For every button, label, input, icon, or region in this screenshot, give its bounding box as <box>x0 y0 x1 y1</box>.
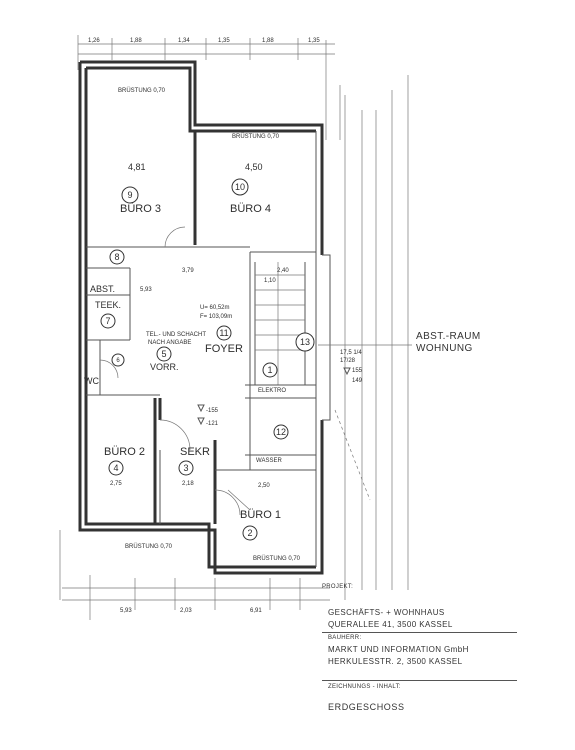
client-label: BAUHERR: <box>328 635 362 641</box>
room-number: 9 <box>127 190 132 200</box>
room-name: ABST. <box>90 284 115 294</box>
client-line: HERKULESSTR. 2, 3500 KASSEL <box>328 657 463 666</box>
dimension-chain: 1,26 1,88 1,34 1,35 1,88 1,35 5,93 2,03 … <box>88 38 320 614</box>
room-number: 3 <box>183 463 188 473</box>
parapet-note: BRÜSTUNG 0,70 <box>232 133 280 140</box>
shaft-note: TEL.- UND SCHACHT <box>146 332 206 338</box>
dimension-text: 6,91 <box>250 608 262 614</box>
room-number: 7 <box>105 316 110 326</box>
dimension-lines <box>59 35 409 620</box>
room-name: BÜRO 3 <box>120 203 161 215</box>
dimension-text: 1,35 <box>308 38 320 44</box>
room-dimension: 2,18 <box>182 481 194 487</box>
room-number: 13 <box>300 337 310 347</box>
level-mark: -155 <box>206 408 219 414</box>
parapet-note: BRÜSTUNG 0,70 <box>253 555 301 562</box>
dimension-text: 1,88 <box>262 38 274 44</box>
parapet-note: BRÜSTUNG 0,70 <box>125 543 173 550</box>
room-note: WASSER <box>256 458 282 464</box>
dimension-text: 1,35 <box>218 38 230 44</box>
room-labels: BÜRO 3 4,81 BÜRO 4 4,50 TEEK. ABST. VORR… <box>84 162 281 521</box>
project-label: PROJEKT: <box>322 584 354 590</box>
area-note: F= 103,09m <box>200 314 232 320</box>
client-line: MARKT UND INFORMATION GmbH <box>328 645 469 654</box>
room-number: 8 <box>114 252 119 262</box>
room-number: 6 <box>116 358 120 364</box>
level-mark: 155 <box>352 368 363 374</box>
room-name: WC <box>84 376 99 386</box>
room-dimension: 4,50 <box>245 162 263 172</box>
dimension-text: 1,34 <box>178 38 190 44</box>
room-name: FOYER <box>205 343 243 355</box>
room-number: 4 <box>113 463 118 473</box>
shaft-note: NACH ANGABE <box>148 340 191 346</box>
stair-note: 17/28 <box>340 358 356 364</box>
dimension-text: 1,10 <box>264 278 276 284</box>
room-name: BÜRO 1 <box>240 509 281 521</box>
parapet-note: BRÜSTUNG 0,70 <box>118 87 166 94</box>
area-note: U= 60,52m <box>200 305 230 311</box>
dimension-text: 2,40 <box>277 268 289 274</box>
room-name: BÜRO 4 <box>230 203 271 215</box>
room-name: SEKR <box>180 446 210 458</box>
callout-line: ABST.-RAUM <box>416 331 481 342</box>
room-number: 2 <box>247 528 252 538</box>
project-line: QUERALLEE 41, 3500 KASSEL <box>328 620 453 629</box>
room-number: 1 <box>267 365 272 375</box>
room-name: TEEK. <box>95 300 121 310</box>
drawing-content-label: ZEICHNUNGS - INHALT: <box>328 684 401 690</box>
dimension-text: 1,88 <box>130 38 142 44</box>
title-block: PROJEKT: GESCHÄFTS- + WOHNHAUS QUERALLEE… <box>322 584 522 724</box>
divider <box>322 680 517 681</box>
room-name: VORR. <box>150 362 179 372</box>
room-number-markers: 9 10 7 8 5 11 6 4 3 2 1 12 13 <box>100 178 315 541</box>
outer-walls <box>78 60 331 575</box>
room-number: 10 <box>235 182 245 192</box>
room-number: 5 <box>161 349 166 359</box>
room-note: ELEKTRO <box>258 388 286 394</box>
project-line: GESCHÄFTS- + WOHNHAUS <box>328 608 445 617</box>
room-dimension: 2,50 <box>258 483 270 489</box>
dimension-text: 3,79 <box>182 268 194 274</box>
level-mark: 149 <box>352 378 363 384</box>
room-number: 12 <box>276 427 286 437</box>
divider <box>322 632 517 633</box>
room-dimension: 2,75 <box>110 481 122 487</box>
room-name: BÜRO 2 <box>104 446 145 458</box>
callout-label: ABST.-RAUM WOHNUNG <box>416 331 481 355</box>
level-mark: -121 <box>206 421 219 427</box>
floor-name: ERDGESCHOSS <box>328 702 405 712</box>
room-number: 11 <box>219 328 228 338</box>
interior-walls <box>86 131 412 524</box>
dimension-text: 2,03 <box>180 608 192 614</box>
callout-line: WOHNUNG <box>416 343 473 354</box>
dimension-text: 5,93 <box>120 608 132 614</box>
stair-note: 17,5 1/4 <box>340 350 362 356</box>
annotations: BRÜSTUNG 0,70 BRÜSTUNG 0,70 BRÜSTUNG 0,7… <box>118 87 363 562</box>
dimension-text: 1,26 <box>88 38 100 44</box>
dimension-text: 5,93 <box>140 287 152 293</box>
room-dimension: 4,81 <box>128 162 146 172</box>
